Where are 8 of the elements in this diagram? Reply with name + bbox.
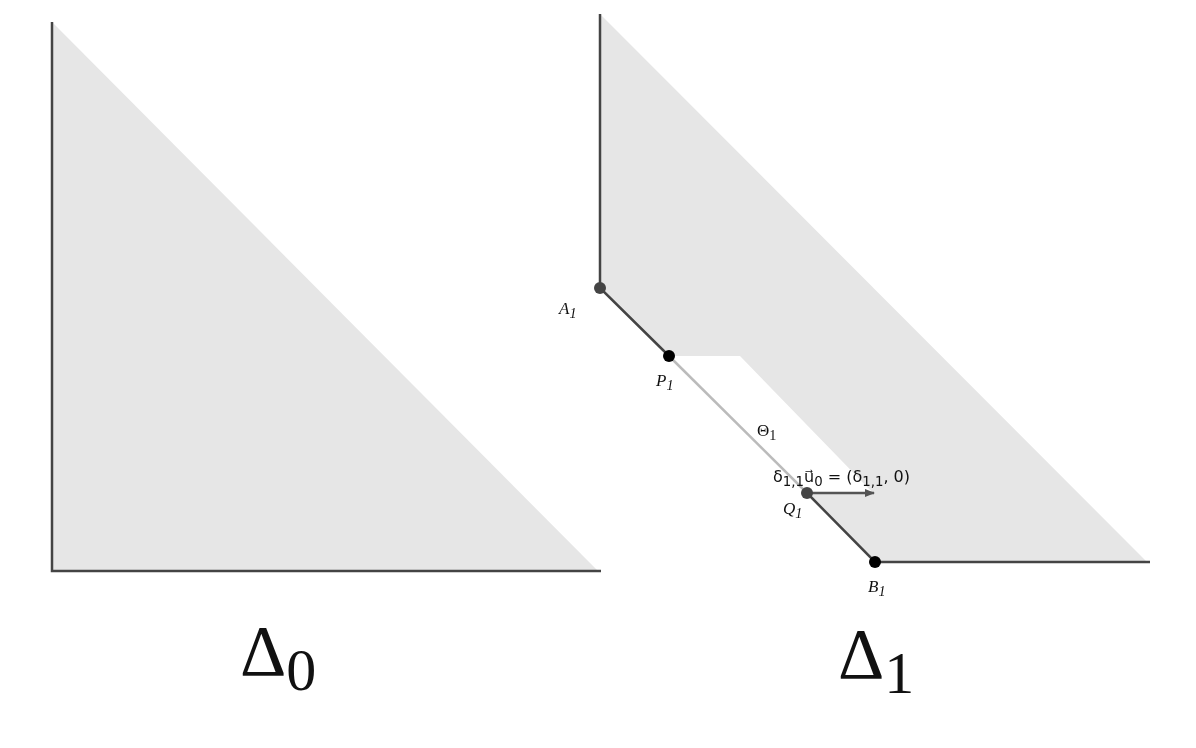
point-label: Q$_{1}$ xyxy=(783,500,803,521)
region-label: Θ$_{1}$ xyxy=(757,422,777,443)
point-label: B$_{1}$ xyxy=(868,578,886,599)
figure-label: Δ$_{1}$ xyxy=(838,618,915,704)
point-label: P$_{1}$ xyxy=(656,372,674,393)
figure-label: Δ$_{0}$ xyxy=(240,615,317,701)
vector-label: δ$_{1,1}$u⃗$_{0}$ = (δ$_{1,1}$, 0) xyxy=(773,469,911,489)
point-label: A$_{1}$ xyxy=(559,300,577,321)
